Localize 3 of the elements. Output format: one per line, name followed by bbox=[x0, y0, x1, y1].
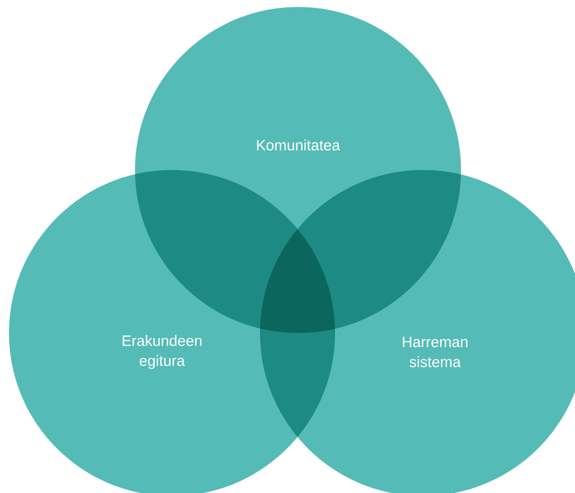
circle-label: Komunitatea bbox=[257, 140, 340, 150]
circle-label: Erakundeen egitura bbox=[122, 335, 202, 369]
circle-label: Harreman sistema bbox=[402, 336, 468, 368]
